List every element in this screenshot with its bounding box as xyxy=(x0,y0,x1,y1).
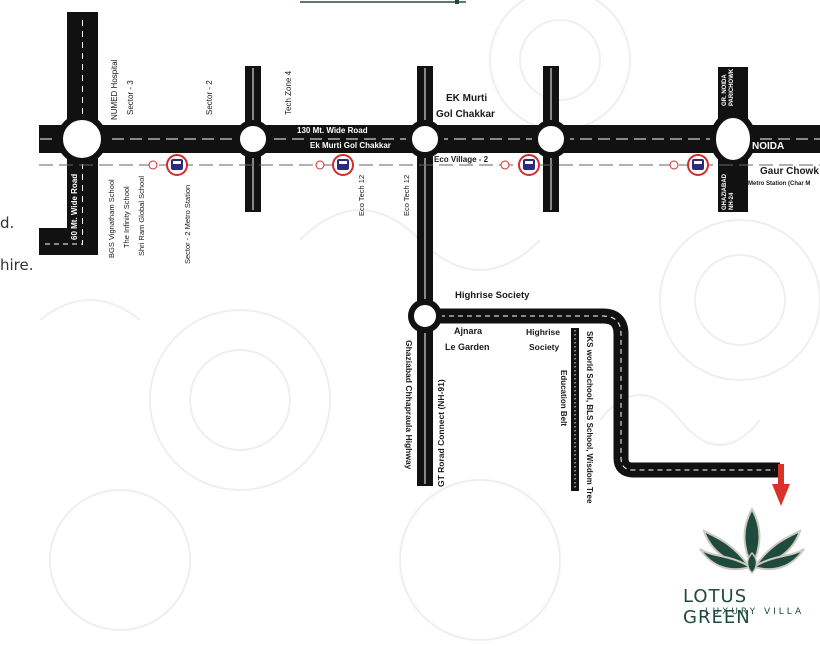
label-sector3: Sector - 3 xyxy=(126,80,135,115)
road-to-project xyxy=(425,308,780,478)
label-tech-zone4: Tech Zone 4 xyxy=(284,70,293,115)
metro-station-gaur-chowk xyxy=(669,154,709,176)
label-ajnara: Ajnara xyxy=(454,326,483,336)
label-le-garden: Le Garden xyxy=(445,342,490,352)
label-infinity-school: The Infinity School xyxy=(122,186,131,248)
road-education-belt xyxy=(571,328,579,491)
label-numed: NUMED Hospital xyxy=(110,59,119,120)
partial-text-1: d. xyxy=(0,214,15,232)
label-shri-ram-school: Shri Ram Global School xyxy=(137,175,146,256)
label-gol-chakkar: Gol Chakkar xyxy=(436,109,495,120)
label-eco-tech-12a: Eco Tech 12 xyxy=(357,174,366,216)
label-eco-village: Eco Village - 2 xyxy=(434,155,489,164)
label-gaur-chowk: Gaur Chowk xyxy=(760,166,819,177)
label-eco-tech-12b: Eco Tech 12 xyxy=(402,174,411,216)
label-sks-school: SKS world School, BLS School, Wisdom Tre… xyxy=(585,331,594,504)
label-society: Society xyxy=(529,342,560,352)
road-label-gr-noida: GR. NOIDA PARICHOWK xyxy=(722,68,735,106)
partial-text-2: hire. xyxy=(0,256,34,274)
label-bgs-school: BGS Vignatham School xyxy=(107,179,116,258)
road-label-60m: 60 Mt. Wide Road xyxy=(70,173,79,240)
top-divider xyxy=(300,0,466,4)
road-label-ghaziabad: GHAZIABAD NH-24 xyxy=(722,174,735,210)
road-label-noida: NOIDA xyxy=(752,141,785,152)
label-sector2-metro: Sector - 2 Metro Station xyxy=(183,184,192,264)
road-label-130m: 130 Mt. Wide Road xyxy=(297,126,368,135)
brand-tagline: LUXURY VILLA xyxy=(705,607,805,617)
label-gaur-metro: Metro Station (Char M xyxy=(748,181,811,187)
metro-station-sector2 xyxy=(148,154,188,176)
label-highrise-society-top: Highrise Society xyxy=(455,290,530,301)
metro-station-eco-village xyxy=(500,154,540,176)
roundabouts xyxy=(57,112,756,333)
destination-arrow-icon xyxy=(772,464,790,506)
road-label-gt-road: GT Rorad Connect (NH-91) xyxy=(436,379,446,487)
label-sector2: Sector - 2 xyxy=(205,80,214,115)
label-education-belt: Education Belt xyxy=(559,370,568,427)
brand-name: LOTUS GREEN xyxy=(683,586,751,628)
label-ek-murti: EK Murti xyxy=(446,93,488,104)
road-label-ek-murti: Ek Murti Gol Chakkar xyxy=(310,141,391,150)
road-label-highway: Ghaziabad Chhapraula Highway xyxy=(404,340,414,470)
metro-station-eco-tech xyxy=(315,154,354,176)
label-highrise: Highrise xyxy=(526,327,561,337)
lotus-icon xyxy=(699,506,805,575)
